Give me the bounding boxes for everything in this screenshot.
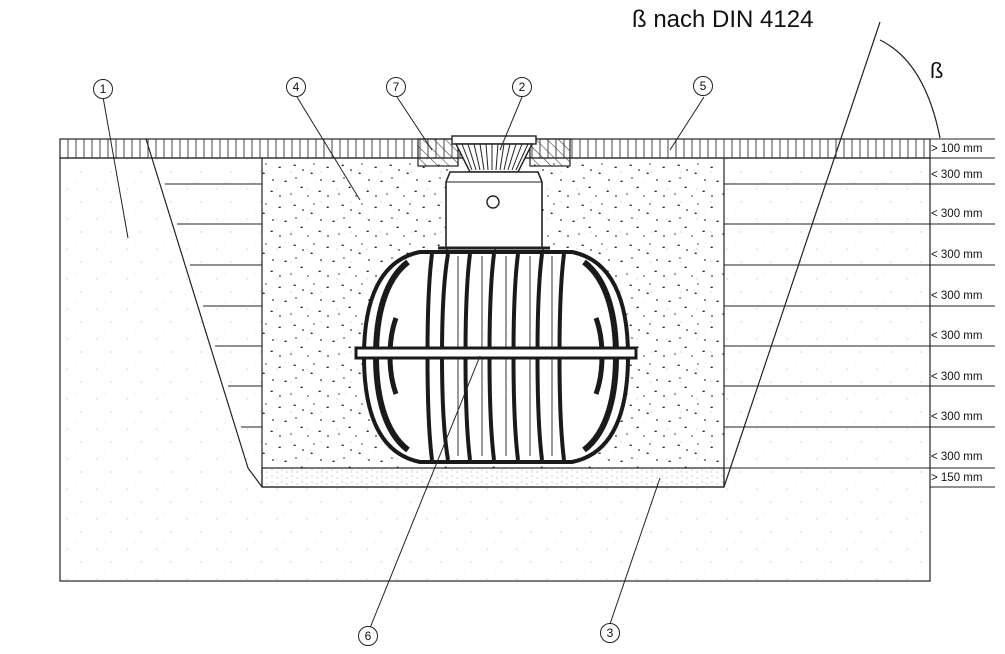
dimension-label: > 100 mm: [931, 143, 983, 155]
storage-tank: [354, 250, 638, 464]
callout-2: 2: [512, 77, 532, 97]
compaction-layer-lines: [165, 138, 995, 581]
dome-shaft: [438, 171, 550, 250]
dimension-label: < 300 mm: [931, 330, 983, 342]
callout-4: 4: [286, 77, 306, 97]
dimension-label: < 300 mm: [931, 169, 983, 181]
dimension-label: > 150 mm: [931, 472, 983, 484]
callout-5: 5: [693, 76, 713, 96]
callout-1: 1: [93, 79, 113, 99]
slope-angle-arc: [879, 39, 941, 139]
standard-reference-title: ß nach DIN 4124: [632, 6, 814, 33]
excavation-slope-right: [723, 21, 881, 488]
dimension-label: < 300 mm: [931, 371, 983, 383]
callout-7: 7: [386, 77, 406, 97]
callout-6: 6: [358, 626, 378, 646]
manhole-cover: [451, 135, 537, 173]
leader-lines: [102, 96, 705, 629]
dimension-label: < 300 mm: [931, 411, 983, 423]
dimension-label: < 300 mm: [931, 249, 983, 261]
bedding-layer: [261, 467, 725, 488]
excavation-slope-left: [145, 138, 249, 469]
callout-3: 3: [600, 623, 620, 643]
dimension-label: < 300 mm: [931, 208, 983, 220]
dimension-label: < 300 mm: [931, 451, 983, 463]
dimension-label: < 300 mm: [931, 290, 983, 302]
slope-angle-label: ß: [930, 58, 944, 83]
